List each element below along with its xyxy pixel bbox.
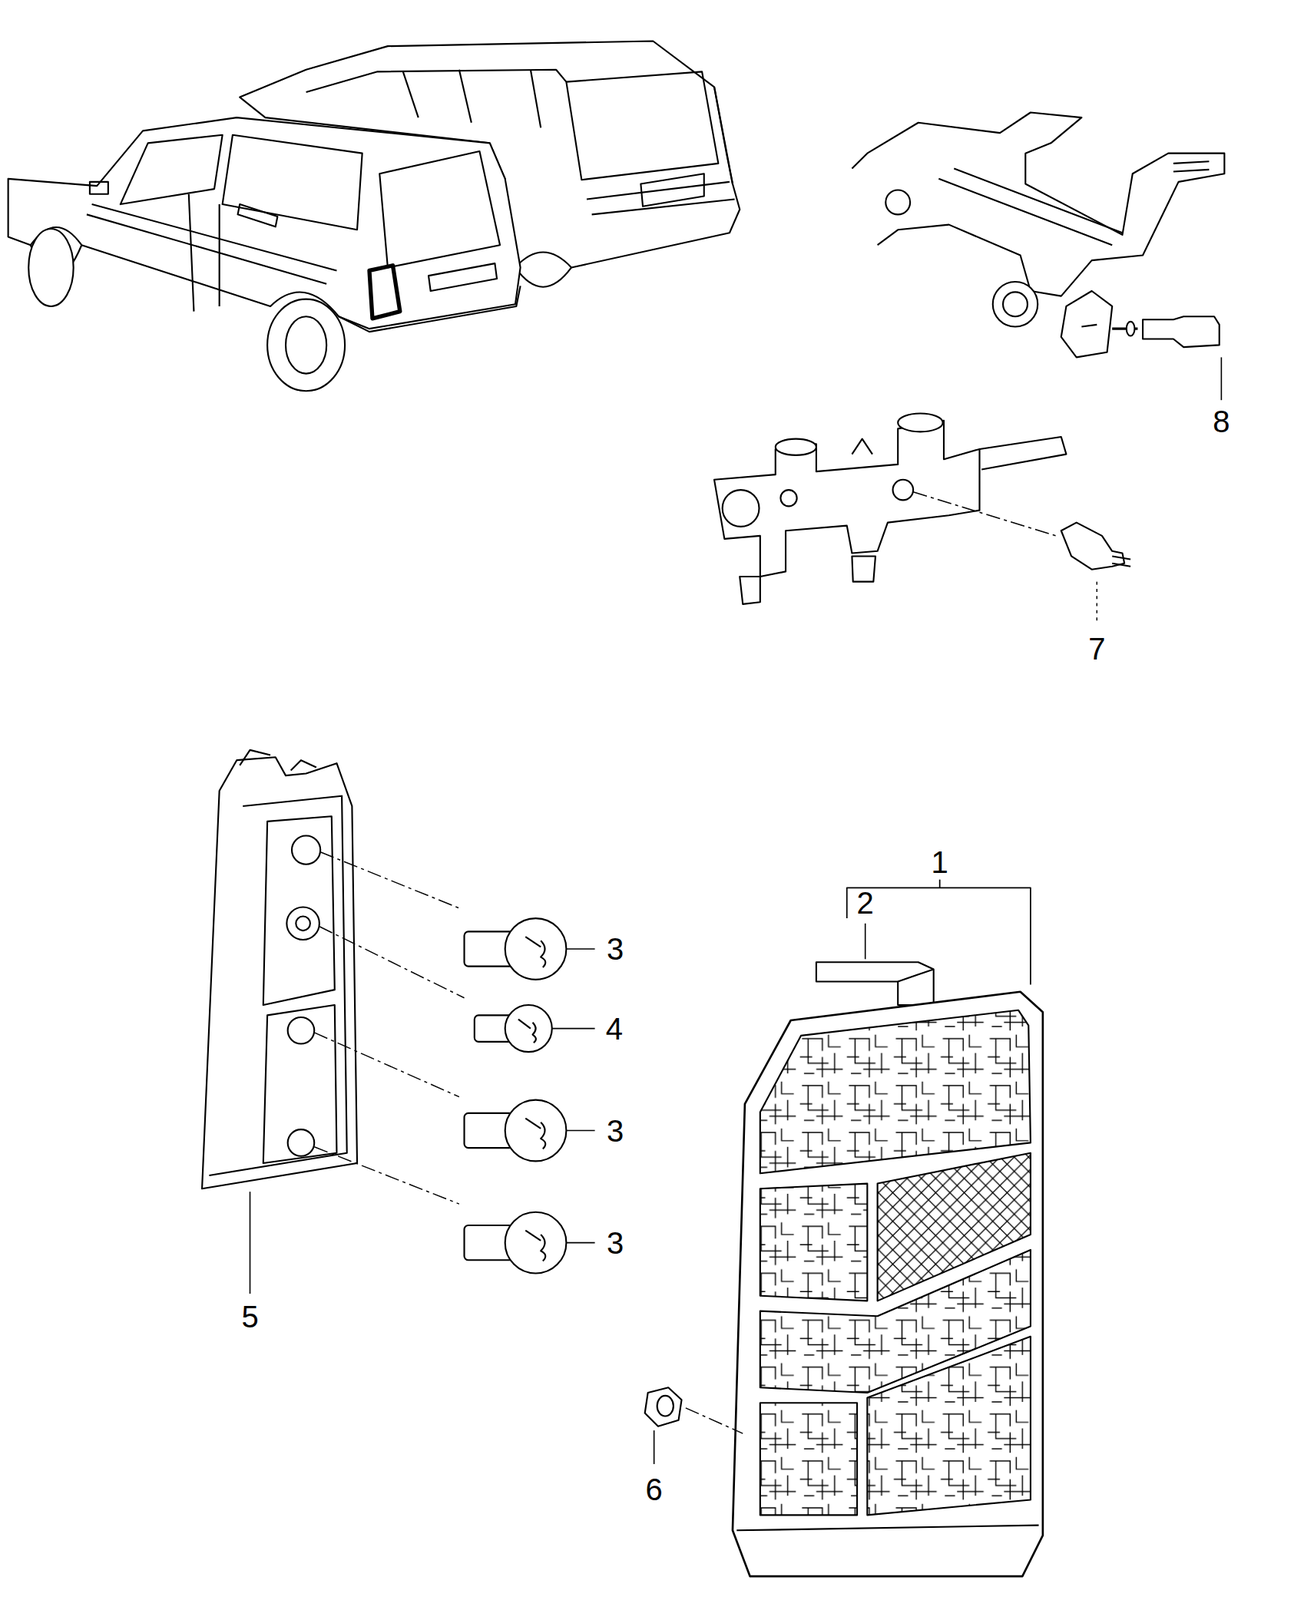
- master-cylinder-drawing: [714, 413, 1131, 625]
- callout-number: 5: [241, 1301, 259, 1333]
- callout-number: 3: [606, 933, 624, 965]
- bulb-holder-drawing: [201, 750, 464, 1295]
- callout-number: 3: [606, 1115, 624, 1147]
- pedal-bracket-drawing: [851, 112, 1225, 401]
- tail-lamp-lens-drawing: [732, 880, 1043, 1577]
- callout-number: 3: [606, 1227, 624, 1259]
- callout-number: 2: [857, 887, 874, 919]
- callout-number: 7: [1088, 633, 1106, 665]
- callout-number: 4: [605, 1013, 623, 1045]
- callout-number: 6: [645, 1474, 663, 1506]
- callout-number: 8: [1212, 406, 1230, 437]
- callout-number: 1: [931, 847, 949, 878]
- nut-drawing: [645, 1387, 744, 1465]
- car-drawing: [8, 117, 521, 391]
- bulb-drawing: [464, 918, 596, 1274]
